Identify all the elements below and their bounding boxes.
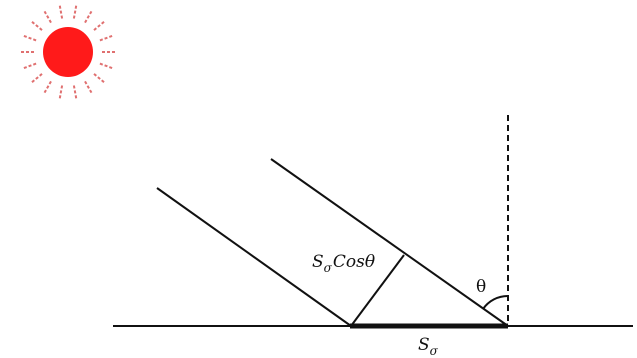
sun-ray: [43, 10, 52, 24]
sun-ray: [84, 10, 93, 24]
sun-ray: [23, 62, 37, 70]
projection-label: SσCosθ: [312, 252, 375, 275]
angle-label: θ: [476, 277, 486, 297]
sun-ray: [93, 21, 105, 31]
beam-cross-section-line: [350, 254, 405, 327]
sun-ray: [93, 73, 105, 83]
sun-rays: [21, 5, 115, 99]
projection-label-rest: Cosθ: [333, 252, 375, 272]
surface-label-sub: σ: [430, 344, 439, 358]
sun-ray: [31, 21, 43, 31]
sun-disc: [43, 27, 93, 77]
projection-label-main: S: [312, 252, 324, 272]
sun-ray: [43, 80, 52, 94]
sun-ray: [58, 85, 64, 99]
sun-ray: [23, 34, 37, 42]
sun-ray: [99, 62, 113, 70]
surface-label-main: S: [418, 335, 430, 355]
angle-arc: [482, 294, 509, 310]
sun-ray: [84, 80, 93, 94]
sun-ray: [72, 5, 78, 19]
sun-ray: [58, 5, 64, 19]
sun-ray: [72, 85, 78, 99]
projection-label-sub: σ: [324, 261, 333, 275]
sun-icon: [21, 5, 115, 99]
sun-ray: [31, 73, 43, 83]
incoming-ray-left: [156, 187, 352, 327]
incoming-ray-right: [270, 158, 509, 327]
sun-ray: [99, 34, 113, 42]
surface-label: Sσ: [418, 335, 439, 358]
